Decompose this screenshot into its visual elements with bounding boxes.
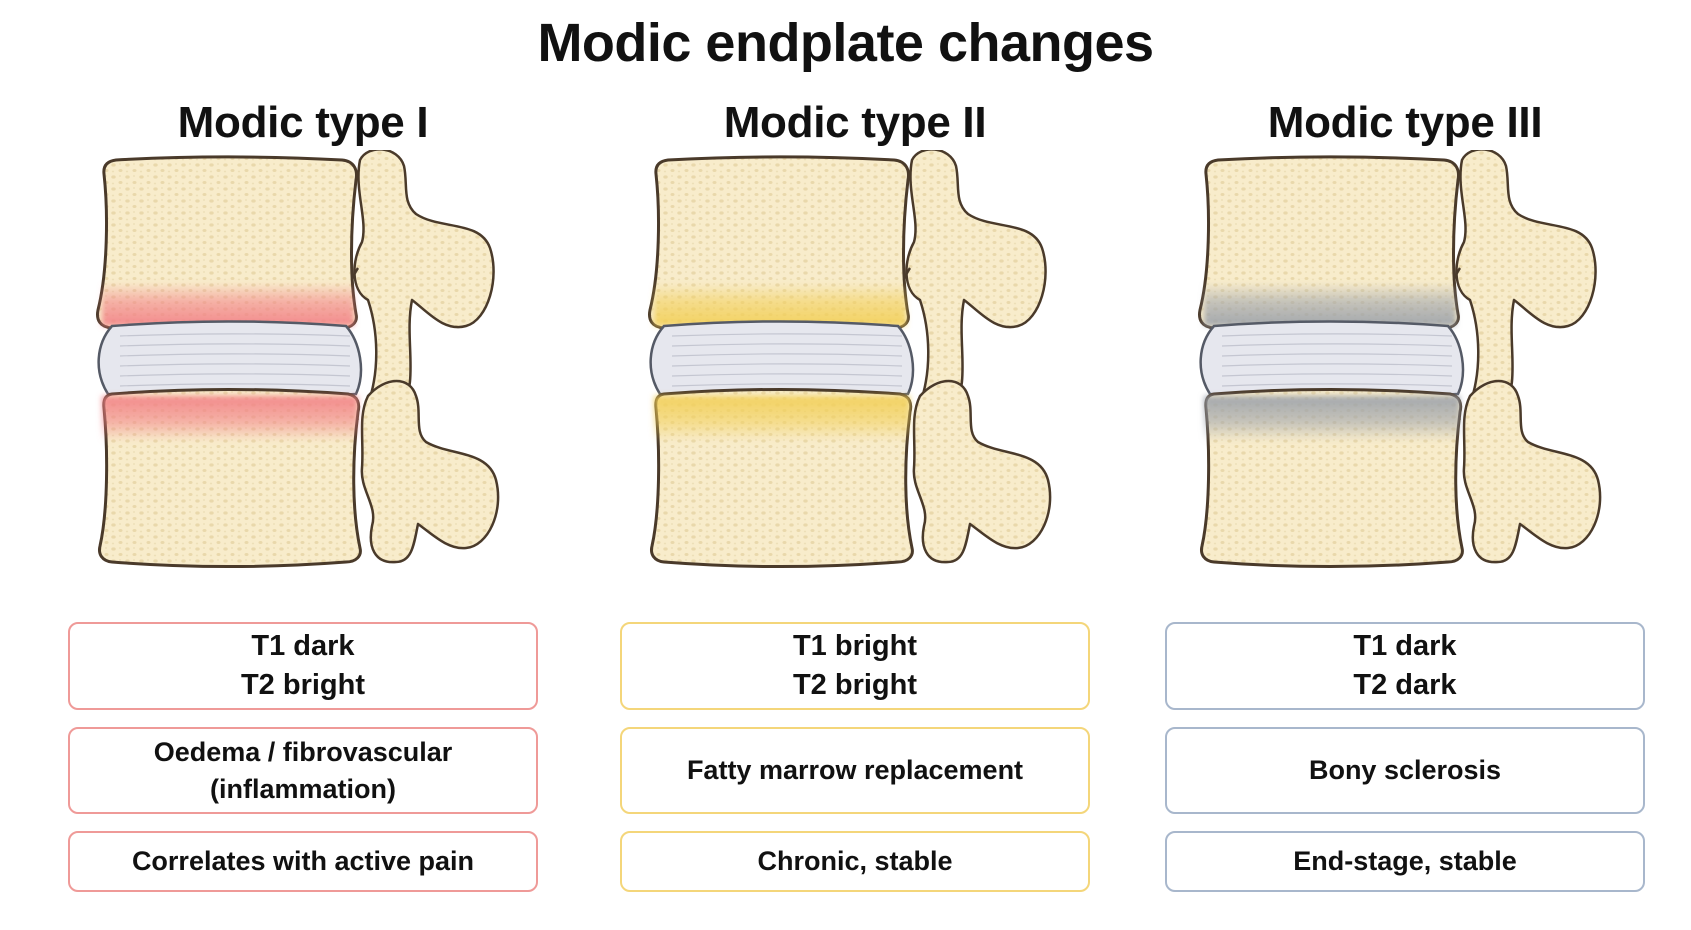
disc-fibres: [119, 333, 351, 387]
signal-box: T1 dark T2 bright: [68, 622, 538, 710]
upper-posterior-element: [1455, 150, 1597, 421]
type-title: Modic type III: [1267, 98, 1543, 147]
lower-endplate-signal: [654, 396, 910, 442]
clinical-box: End-stage, stable: [1165, 831, 1645, 892]
intervertebral-disc: [97, 320, 363, 400]
signal-box: T1 dark T2 dark: [1165, 622, 1645, 710]
intervertebral-disc: [649, 320, 915, 400]
disc-fibres: [1221, 333, 1453, 387]
signal-box: T1 bright T2 bright: [620, 622, 1090, 710]
t1-signal: T1 dark: [1353, 629, 1457, 662]
pathology-text: Oedema / fibrovascular (inflammation): [153, 737, 453, 804]
clinical-text: End-stage, stable: [1293, 846, 1517, 877]
disc-fibres: [671, 333, 903, 387]
t2-signal: T2 dark: [1353, 669, 1457, 701]
t2-signal: T2 bright: [240, 669, 366, 701]
clinical-box: Correlates with active pain: [68, 831, 538, 892]
upper-posterior-element: [905, 150, 1047, 421]
clinical-box: Chronic, stable: [620, 831, 1090, 892]
spine-illustration: [96, 150, 500, 568]
upper-endplate-signal: [1204, 282, 1456, 326]
spine-illustration: [1198, 150, 1602, 568]
upper-posterior-element: [353, 150, 495, 421]
lower-endplate-signal: [102, 396, 358, 442]
t2-signal: T2 bright: [792, 669, 918, 701]
modic-type-3-column: Modic type III T1 dark T2 dark Bony scler…: [1165, 0, 1645, 930]
upper-endplate-signal: [102, 282, 354, 326]
pathology-box: Bony sclerosis: [1165, 727, 1645, 814]
spine-illustration: [648, 150, 1052, 568]
t1-signal: T1 bright: [792, 629, 918, 662]
main-title: Modic endplate changes: [537, 13, 1154, 73]
upper-endplate-signal: [654, 282, 906, 326]
pathology-box: Oedema / fibrovascular (inflammation): [68, 727, 538, 814]
lower-posterior-element: [912, 379, 1052, 564]
lower-endplate-signal: [1204, 396, 1460, 442]
modic-type-1-column: Modic type I T1 dark T2 bright Oedema / f…: [68, 0, 538, 930]
pathology-box: Fatty marrow replacement: [620, 727, 1090, 814]
clinical-text: Chronic, stable: [757, 846, 953, 877]
t1-signal: T1 dark: [251, 629, 355, 662]
lower-posterior-element: [1462, 379, 1602, 564]
intervertebral-disc: [1199, 320, 1465, 400]
type-title: Modic type II: [723, 98, 987, 147]
pathology-text: Bony sclerosis: [1308, 755, 1502, 786]
modic-type-2-column: Modic type II T1 bright T2 bright Fatty m…: [620, 0, 1090, 930]
type-title: Modic type I: [177, 98, 429, 147]
lower-posterior-element: [360, 379, 500, 564]
pathology-text: Fatty marrow replacement: [686, 755, 1024, 786]
clinical-text: Correlates with active pain: [131, 846, 475, 877]
